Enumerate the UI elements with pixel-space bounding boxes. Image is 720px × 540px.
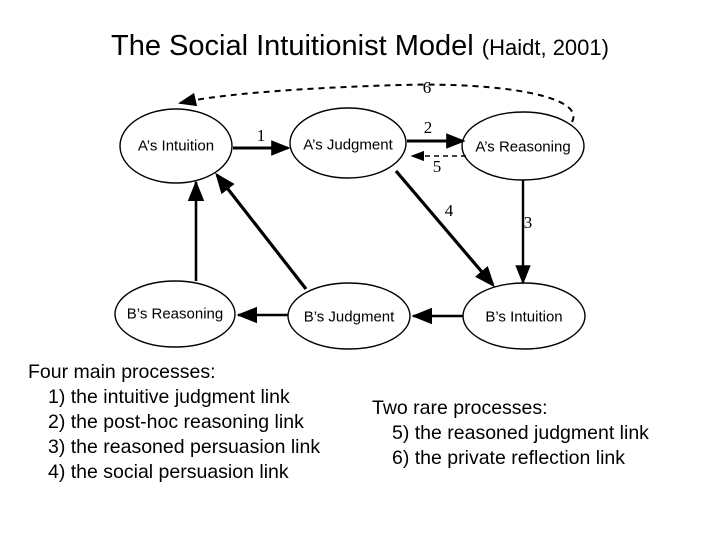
legend-main-item-4: 4) the social persuasion link (48, 461, 289, 483)
edge-label-5: 5 (432, 157, 442, 176)
legend-main-processes: Four main processes: 1) the intuitive ju… (28, 360, 320, 485)
node-label-b-reasoning: B’s Reasoning (126, 305, 224, 323)
edge-label-1: 1 (256, 126, 266, 145)
node-label-b-intuition: B’s Intuition (485, 308, 563, 326)
legend-rare-processes: Two rare processes: 5) the reasoned judg… (372, 396, 649, 471)
legend-main-item-3: 3) the reasoned persuasion link (48, 436, 321, 458)
legend-main-heading: Four main processes: (28, 361, 216, 383)
edge-link-6 (178, 83, 575, 123)
edge-link-4 (394, 169, 495, 288)
edge-label-2: 2 (423, 118, 433, 137)
page-title: The Social Intuitionist Model (Haidt, 20… (0, 30, 720, 63)
legend-rare-item-6: 6) the private reflection link (392, 447, 626, 469)
edge-label-6: 6 (422, 78, 432, 97)
legend-main-item-1: 1) the intuitive judgment link (48, 386, 290, 408)
legend-rare-heading: Two rare processes: (372, 397, 548, 419)
legend-main-item-2: 2) the post-hoc reasoning link (48, 411, 304, 433)
node-label-a-intuition: A’s Intuition (137, 137, 215, 155)
edge-label-4: 4 (444, 201, 454, 220)
edge-b-judgment-to-a-intuition (215, 172, 308, 290)
edge-label-3: 3 (523, 213, 533, 232)
node-label-a-reasoning: A’s Reasoning (475, 138, 571, 156)
node-label-a-judgment: A’s Judgment (303, 136, 393, 154)
legend-rare-item-5: 5) the reasoned judgment link (392, 422, 649, 444)
page-title-citation: (Haidt, 2001) (481, 35, 609, 60)
node-b-reasoning (114, 280, 236, 348)
page-title-main: The Social Intuitionist Model (111, 30, 482, 62)
node-a-intuition (119, 108, 233, 184)
node-label-b-judgment: B’s Judgment (303, 308, 395, 326)
